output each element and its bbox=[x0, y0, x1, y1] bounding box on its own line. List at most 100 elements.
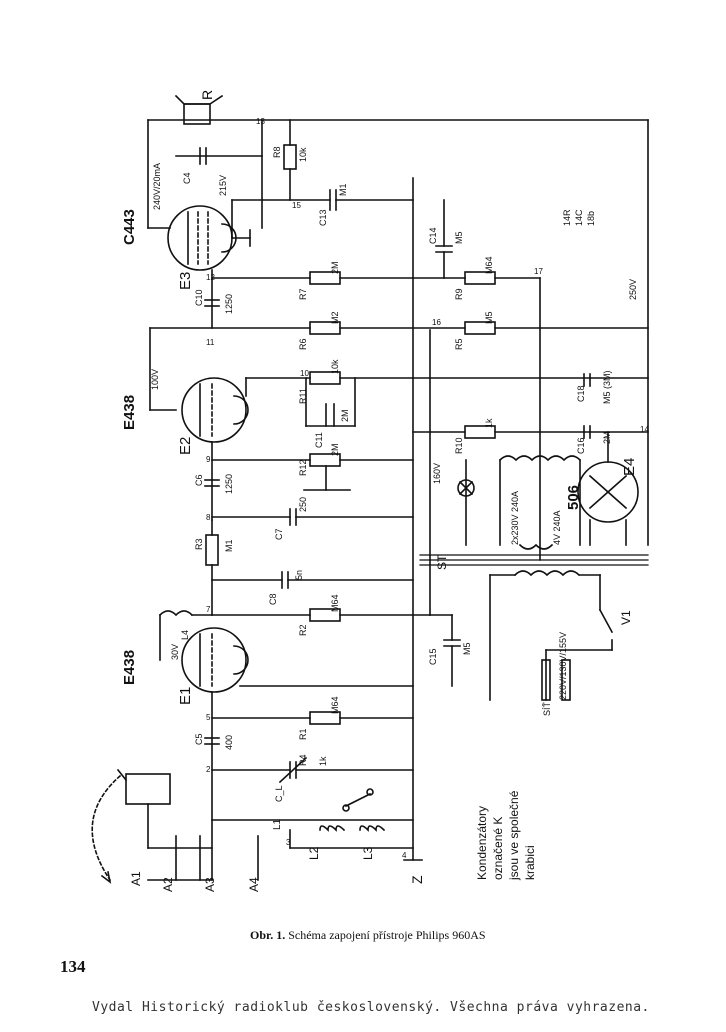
page-number: 134 bbox=[60, 957, 86, 976]
tube-title-e3: C443 bbox=[121, 209, 138, 245]
node-11: 11 bbox=[206, 338, 215, 347]
figure-caption: Obr. 1. Schéma zapojení přístroje Philip… bbox=[250, 928, 486, 943]
tube-label-e1: E1 bbox=[177, 687, 194, 705]
node-14: 14 bbox=[640, 425, 649, 434]
r3-resistor bbox=[205, 534, 219, 566]
tube-title-e1: E438 bbox=[121, 650, 138, 685]
copyright-footer: Vydal Historický radioklub československ… bbox=[92, 1000, 650, 1015]
c18-value: M5 (3M) bbox=[602, 370, 612, 404]
c16-value: 2M bbox=[602, 431, 612, 444]
tube-title-e2: E438 bbox=[121, 395, 138, 430]
node-3: 3 bbox=[286, 838, 291, 847]
c14-label: C14 bbox=[428, 227, 438, 244]
l2-label: L2 bbox=[307, 846, 321, 860]
b250-label: 250V bbox=[628, 279, 638, 300]
st-label: ST bbox=[435, 554, 449, 570]
node-16: 16 bbox=[432, 318, 441, 327]
l1-label: L1 bbox=[272, 818, 283, 830]
r11-label: R11 bbox=[298, 388, 308, 404]
r6-value: M2 bbox=[330, 311, 340, 324]
c8-value: 5n bbox=[294, 570, 304, 580]
r1-value: M64 bbox=[330, 696, 340, 714]
r8-resistor bbox=[283, 144, 297, 170]
r7-value: 2M bbox=[330, 261, 340, 274]
note-line-2: označené K bbox=[491, 817, 505, 880]
note-line-3: jsou ve společné bbox=[507, 790, 521, 881]
r7-label: R7 bbox=[298, 288, 308, 300]
v1-switch bbox=[598, 608, 614, 634]
c6-value: 1250 bbox=[224, 474, 234, 494]
l3-label: L3 bbox=[361, 846, 375, 860]
c10-label: C10 bbox=[194, 289, 204, 306]
c15-value: M5 bbox=[462, 642, 472, 655]
r4-label: R4 bbox=[298, 754, 308, 766]
r10-value: 1k bbox=[484, 418, 494, 428]
c18-label: C18 bbox=[576, 385, 586, 402]
e3-tube bbox=[167, 205, 233, 271]
c16-label: C16 bbox=[576, 437, 586, 454]
r2-value: M64 bbox=[330, 594, 340, 612]
bus-voltage: 160V bbox=[432, 463, 442, 484]
c13-label: C13 bbox=[318, 209, 328, 226]
node-13: 13 bbox=[256, 117, 265, 126]
c14-value: M5 bbox=[454, 231, 464, 244]
b-note-3: 18b bbox=[586, 211, 596, 226]
e2-tube bbox=[181, 377, 247, 443]
caption-text: Schéma zapojení přístroje Philips 960AS bbox=[288, 928, 486, 942]
node-2: 2 bbox=[206, 765, 211, 774]
e1-tube bbox=[181, 627, 247, 693]
tube-label-e2: E2 bbox=[177, 437, 194, 455]
node-4: 4 bbox=[402, 851, 407, 860]
note-line-4: krabici bbox=[523, 845, 537, 880]
trafo-label-2: 4V 240A bbox=[552, 510, 562, 545]
v100-label: 100V bbox=[150, 369, 160, 390]
c7-value: 250 bbox=[298, 497, 308, 512]
node-17: 17 bbox=[534, 267, 543, 276]
node-10: 10 bbox=[300, 369, 309, 378]
r3-label: R3 bbox=[194, 538, 204, 550]
trafo-label-1: 2x230V 240A bbox=[510, 491, 520, 545]
r8-value: 10k bbox=[298, 147, 308, 162]
speaker-label: R bbox=[199, 90, 215, 100]
speaker bbox=[183, 103, 211, 125]
c5-label: C5 bbox=[194, 733, 204, 745]
note-line-1: Kondenzátory bbox=[475, 806, 489, 880]
c10-value: 1250 bbox=[224, 294, 234, 314]
caption-figure-number: Obr. 1. bbox=[250, 928, 286, 942]
node-9: 9 bbox=[206, 455, 211, 464]
r8-label: R8 bbox=[272, 146, 282, 158]
c11-value: 2M bbox=[340, 409, 350, 422]
b-note-1: 14R bbox=[562, 209, 572, 226]
c11-label: C11 bbox=[314, 432, 324, 448]
v240-label: 240V/20mA bbox=[152, 163, 162, 210]
r4-value: 1k bbox=[318, 756, 328, 766]
r11-value: 10k bbox=[330, 359, 340, 374]
c7-label: C7 bbox=[274, 528, 284, 540]
mains-voltage: 220V/130V/155V bbox=[558, 632, 568, 700]
z-label: Z bbox=[409, 875, 425, 884]
v1-label: V1 bbox=[619, 610, 633, 625]
r9-value: M64 bbox=[484, 256, 494, 274]
node-12: 12 bbox=[206, 273, 215, 282]
cl-label: C_L bbox=[274, 785, 284, 802]
r6-label: R6 bbox=[298, 338, 308, 350]
a2-label: A2 bbox=[161, 877, 175, 892]
a3-label: A3 bbox=[203, 877, 217, 892]
c13-value: M1 bbox=[338, 183, 348, 196]
c15-label: C15 bbox=[428, 648, 438, 665]
c8-label: C8 bbox=[268, 593, 278, 605]
r1-label: R1 bbox=[298, 728, 308, 740]
c44-label: C4 bbox=[182, 172, 192, 184]
tube-label-e3: E3 bbox=[177, 272, 194, 290]
c6-label: C6 bbox=[194, 474, 204, 486]
r12-label: R12 bbox=[298, 459, 308, 476]
a4-label: A4 bbox=[247, 877, 261, 892]
r12-value: 2M bbox=[330, 443, 340, 456]
rectifier-label: 506 bbox=[565, 485, 582, 510]
r5-value: M5 bbox=[484, 311, 494, 324]
c5-value: 400 bbox=[224, 735, 234, 750]
b-note-2: 14C bbox=[574, 209, 584, 226]
r10-label: R10 bbox=[454, 437, 464, 454]
node-15: 15 bbox=[292, 201, 301, 210]
